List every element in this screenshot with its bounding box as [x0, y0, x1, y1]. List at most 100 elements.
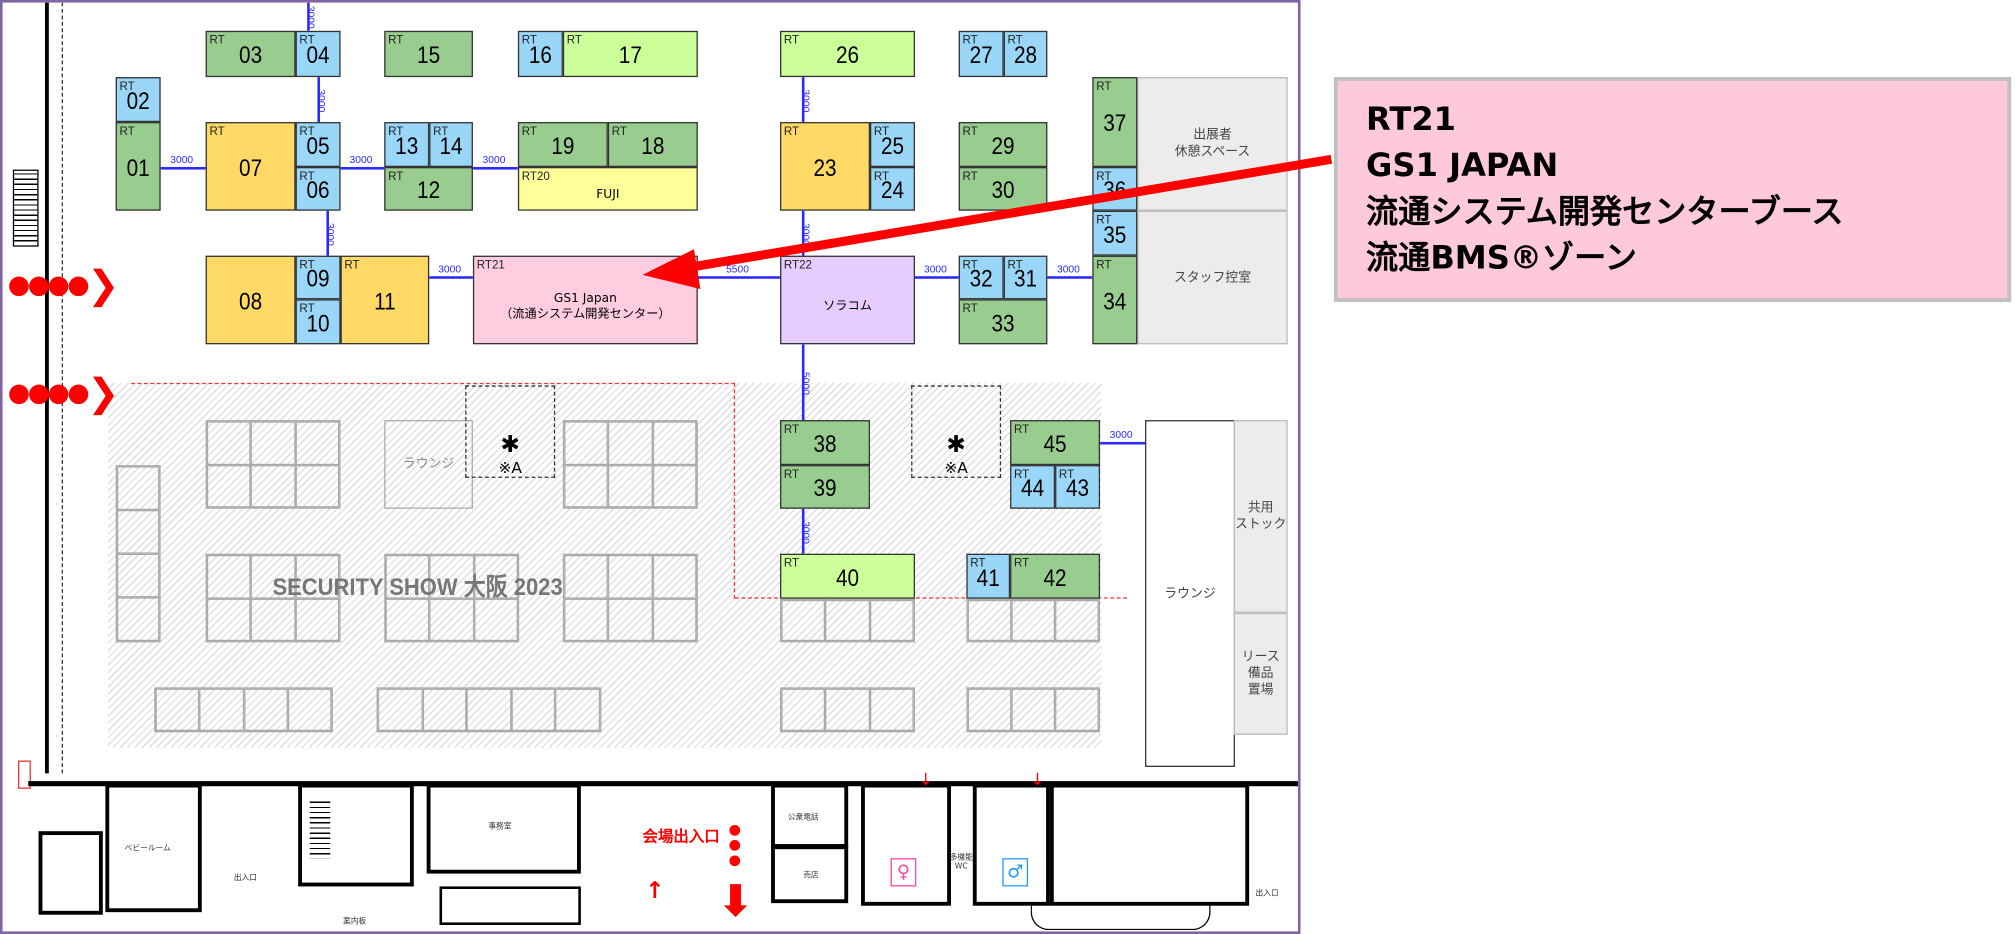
hatched-area [107, 382, 1102, 748]
booth-08[interactable]: 08 [205, 255, 296, 345]
empty-booth-cell [564, 421, 609, 465]
booth-rt-label: RT [299, 33, 315, 47]
booth-number: 37 [1103, 110, 1127, 138]
booth-rt-label: RT [873, 169, 890, 183]
booth-number: 14 [439, 132, 463, 160]
dimension-label: 3000 [438, 263, 462, 275]
booth-rt-label: RT [388, 33, 404, 47]
lounge-left: ラウンジ [384, 420, 473, 509]
booth-rt-label: RT [783, 556, 800, 570]
empty-booth-cell [206, 464, 252, 508]
booth-exhibitor-name: ソラコム [781, 270, 913, 343]
booth-number: 16 [528, 42, 552, 70]
empty-booth-cell [377, 688, 423, 731]
empty-booth-cell [825, 599, 870, 642]
empty-booth-cell [967, 599, 1012, 642]
empty-booth-cell [295, 464, 340, 508]
booth-number: 12 [417, 177, 441, 205]
booth-number: 04 [306, 42, 330, 70]
dimension-line [1100, 441, 1146, 444]
booth-number: 33 [991, 310, 1015, 338]
booth-number: 13 [395, 132, 419, 160]
lounge-right: ラウンジ [1145, 420, 1235, 767]
booth-number: 32 [969, 265, 993, 293]
callout-arrow-line [673, 154, 1333, 275]
booth-rt-label: RT [873, 124, 890, 138]
booth-number: 02 [126, 88, 150, 115]
booth-rt-label: RT [1096, 213, 1112, 227]
callout-arrow-head [642, 249, 701, 290]
empty-booth-cell [466, 688, 512, 731]
dimension-line [697, 276, 781, 279]
area-a-1: ✱※A [465, 385, 556, 478]
wc-label: 多機能 WC [949, 853, 973, 872]
empty-booth-grid [780, 687, 915, 733]
watermark-text: SECURITY SHOW 大阪 2023 [272, 574, 563, 602]
booth-rt-label: RT [299, 258, 315, 272]
mens-restroom: ♂ [972, 783, 1050, 906]
booth-number: 43 [1066, 475, 1090, 503]
empty-booth-cell [429, 598, 474, 642]
left-wall-line [61, 2, 63, 774]
empty-booth-cell [608, 464, 653, 508]
callout-line-booth: RT21 [1366, 100, 1456, 138]
canopy [1030, 901, 1211, 931]
empty-booth-cell [116, 466, 160, 511]
booth-number: 27 [969, 42, 993, 70]
booth-rt-label: RT [1007, 258, 1023, 272]
empty-booth-cell [564, 554, 609, 599]
booth-rt-label: RT [970, 556, 986, 570]
booth-rt-label: RT [1058, 467, 1075, 481]
booth-rt-label: RT [521, 124, 537, 138]
booth-rt-label: RT21 [476, 258, 505, 272]
dimension-label: 3000 [1056, 263, 1080, 275]
empty-booth-cell [564, 598, 609, 642]
booth-number: 45 [1043, 431, 1067, 458]
dimension-line [801, 77, 804, 123]
